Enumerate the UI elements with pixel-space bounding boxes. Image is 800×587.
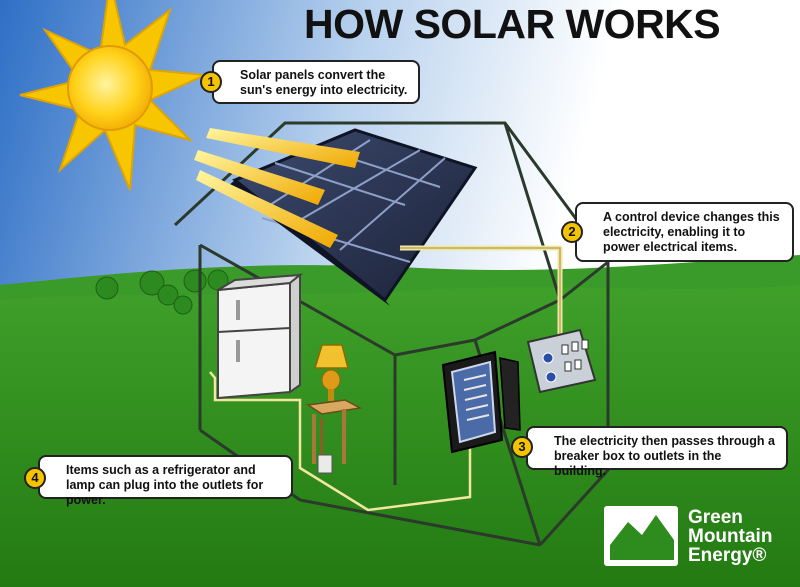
sun-icon xyxy=(19,0,209,191)
lamp-icon xyxy=(313,344,349,401)
callout-3-text: The electricity then passes through a br… xyxy=(554,434,775,478)
callout-1: Solar panels convert the sun's energy in… xyxy=(212,60,420,104)
callout-1-badge: 1 xyxy=(200,71,222,93)
callout-4-badge: 4 xyxy=(24,467,46,489)
callout-4: Items such as a refrigerator and lamp ca… xyxy=(38,455,293,507)
callout-3-badge: 3 xyxy=(511,436,533,458)
side-table xyxy=(305,399,363,464)
wire-panel-edge xyxy=(400,247,561,340)
callout-3: The electricity then passes through a br… xyxy=(526,426,788,478)
logo-line-2: Mountain xyxy=(688,526,773,547)
sun-rays xyxy=(194,128,360,248)
control-device-icon xyxy=(526,328,597,394)
logo-line-1: Green xyxy=(688,507,743,528)
callout-2: A control device changes this electricit… xyxy=(575,202,794,262)
mountain-logo-icon xyxy=(604,506,678,566)
breaker-box-icon xyxy=(441,350,521,454)
bush-icons xyxy=(95,269,229,315)
refrigerator-icon xyxy=(217,272,304,400)
page-title: HOW SOLAR WORKS xyxy=(304,1,721,47)
callout-2-badge: 2 xyxy=(561,221,583,243)
wire-outlets xyxy=(209,371,472,512)
logo-text: Green Mountain Energy® xyxy=(688,508,798,565)
callout-2-text: A control device changes this electricit… xyxy=(603,210,780,254)
outlet-icon xyxy=(317,454,333,474)
callout-1-text: Solar panels convert the sun's energy in… xyxy=(240,68,408,97)
callout-4-text: Items such as a refrigerator and lamp ca… xyxy=(66,463,264,507)
logo-line-3: Energy® xyxy=(688,545,767,566)
